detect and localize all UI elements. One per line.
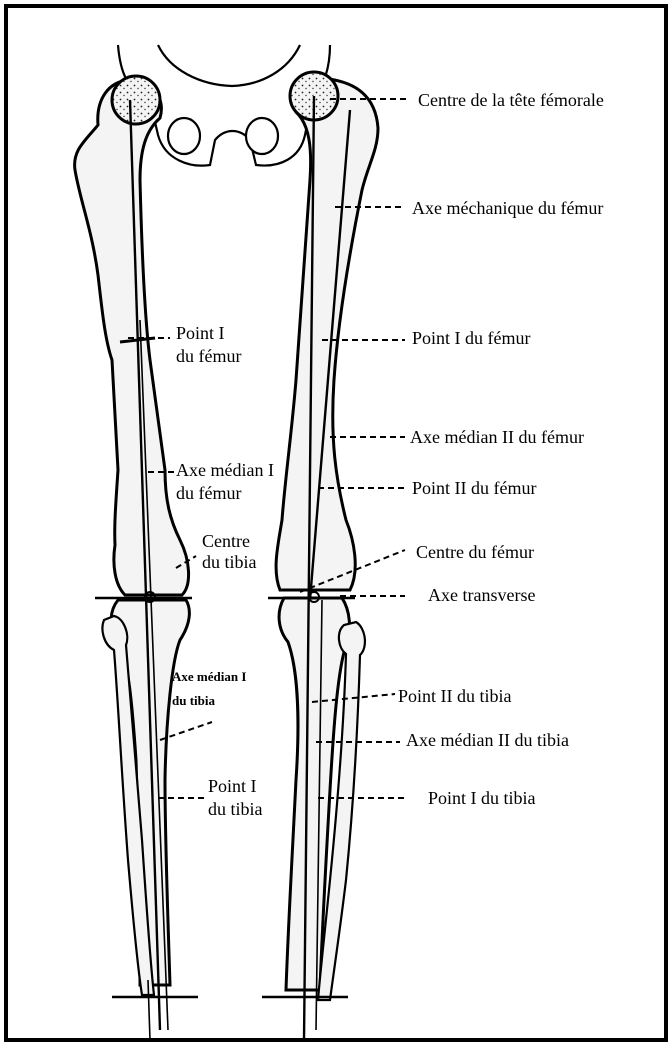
label-point-i-tibia-left-1: Point I (208, 776, 257, 796)
label-centre-tibia-1: Centre (202, 531, 250, 551)
label-axe-median-i-tibia-1: Axe médian I (172, 669, 246, 684)
label-point-i-femur-right: Point I du fémur (412, 328, 531, 348)
label-axe-median-ii-tibia: Axe médian II du tibia (406, 730, 569, 750)
label-axe-transverse: Axe transverse (428, 585, 535, 605)
left-femoral-head (112, 76, 160, 124)
label-axe-median-i-femur-1: Axe médian I (176, 460, 274, 480)
label-axe-mechanique-femur: Axe méchanique du fémur (412, 198, 603, 218)
label-point-i-tibia-right: Point I du tibia (428, 788, 536, 808)
label-point-i-tibia-left-2: du tibia (208, 799, 263, 819)
label-point-i-femur-left-2: du fémur (176, 346, 241, 366)
label-axe-median-i-tibia-2: du tibia (172, 693, 215, 708)
label-axe-median-ii-femur: Axe médian II du fémur (410, 427, 584, 447)
label-point-ii-tibia: Point II du tibia (398, 686, 512, 706)
label-point-ii-femur: Point II du fémur (412, 478, 536, 498)
label-centre-femur: Centre du fémur (416, 542, 534, 562)
labels: Centre de la tête fémorale Axe méchaniqu… (172, 90, 604, 819)
label-centre-tibia-2: du tibia (202, 552, 257, 572)
label-point-i-femur-left-1: Point I (176, 323, 225, 343)
label-centre-tete-femorale: Centre de la tête fémorale (418, 90, 604, 110)
label-axe-median-i-femur-2: du fémur (176, 483, 241, 503)
